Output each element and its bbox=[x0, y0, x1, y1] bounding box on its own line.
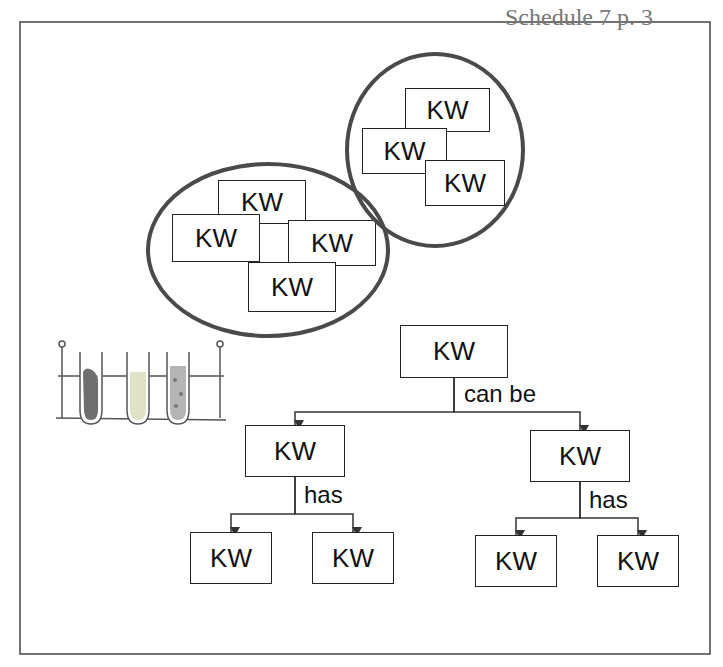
keyword-box: KW bbox=[425, 160, 505, 206]
tree-connector bbox=[295, 378, 454, 425]
keyword-text: KW bbox=[495, 547, 537, 576]
frame bbox=[20, 22, 710, 654]
keyword-box: KW bbox=[172, 214, 260, 262]
keyword-text: KW bbox=[241, 188, 283, 217]
keyword-text: KW bbox=[617, 547, 659, 576]
keyword-text: KW bbox=[559, 442, 601, 471]
keyword-text: KW bbox=[210, 544, 252, 573]
keyword-text: KW bbox=[195, 224, 237, 253]
keyword-box: KW bbox=[312, 532, 394, 584]
page-note: Schedule 7 p. 3 bbox=[505, 4, 653, 30]
keyword-text: KW bbox=[427, 96, 469, 125]
keyword-box: KW bbox=[530, 430, 630, 482]
keyword-text: KW bbox=[332, 544, 374, 573]
keyword-text: KW bbox=[311, 229, 353, 258]
keyword-box: KW bbox=[245, 425, 345, 477]
tree-connector bbox=[516, 482, 580, 535]
keyword-box: KW bbox=[405, 88, 490, 132]
test-tube-rack bbox=[56, 341, 226, 424]
keyword-box: KW bbox=[288, 220, 376, 266]
relation-label: has bbox=[587, 487, 630, 513]
keyword-box: KW bbox=[400, 325, 508, 378]
keyword-text: KW bbox=[274, 437, 316, 466]
keyword-box: KW bbox=[597, 535, 679, 587]
tree-connector bbox=[454, 378, 580, 430]
keyword-box: KW bbox=[475, 535, 557, 587]
keyword-text: KW bbox=[384, 137, 426, 166]
tree-connector bbox=[231, 477, 295, 532]
tree-connector bbox=[580, 482, 638, 535]
keyword-text: KW bbox=[433, 337, 475, 366]
keyword-box: KW bbox=[190, 532, 272, 584]
keyword-text: KW bbox=[271, 273, 313, 302]
relation-label: can be bbox=[462, 381, 538, 407]
relation-label: has bbox=[302, 482, 345, 508]
keyword-text: KW bbox=[444, 169, 486, 198]
keyword-box: KW bbox=[248, 262, 336, 312]
group-circle: KWKWKW bbox=[345, 52, 525, 248]
tree-connector bbox=[295, 477, 353, 532]
